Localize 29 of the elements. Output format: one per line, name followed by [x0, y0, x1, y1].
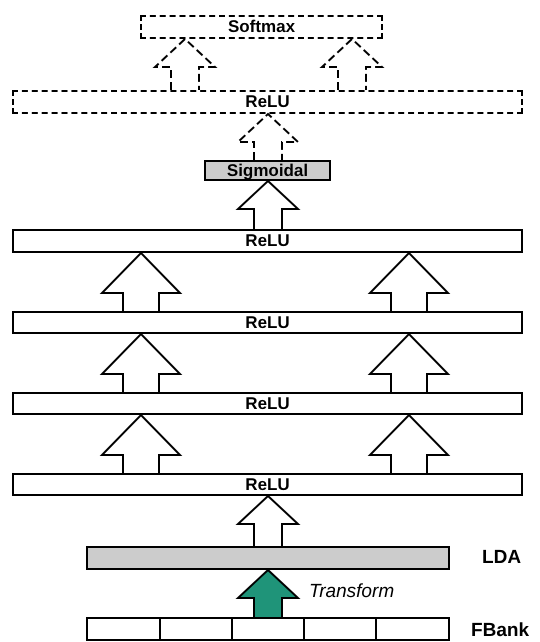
layer-label: ReLU [245, 394, 290, 412]
layer-box [12, 392, 523, 415]
block-arrow [368, 414, 450, 474]
layer-box [12, 473, 523, 496]
layer-name: FBank [471, 620, 530, 642]
block-arrow [235, 180, 301, 230]
layer-name: LDA [482, 547, 522, 569]
layer-box [204, 160, 331, 181]
block-arrow [235, 494, 301, 547]
block-arrow [368, 252, 450, 312]
layer-label: ReLU [245, 314, 290, 332]
layer-label: ReLU [245, 93, 290, 111]
layer-box [140, 15, 383, 39]
block-arrow [152, 38, 218, 91]
layer-box [12, 229, 523, 253]
layer-box [12, 311, 523, 334]
feature-cell [86, 617, 450, 641]
block-arrow [319, 38, 385, 91]
block-arrow [100, 332, 182, 393]
layer-label: ReLU [245, 232, 290, 250]
layer-label: Softmax [228, 18, 296, 36]
layer-label: ReLU [245, 476, 290, 494]
block-arrow [100, 252, 182, 312]
block-arrow [100, 414, 182, 474]
layer-label: Sigmoidal [226, 162, 308, 180]
block-arrow [235, 568, 301, 618]
layer-box [12, 90, 523, 114]
block-arrow [368, 332, 450, 393]
layer-bar [86, 546, 450, 570]
